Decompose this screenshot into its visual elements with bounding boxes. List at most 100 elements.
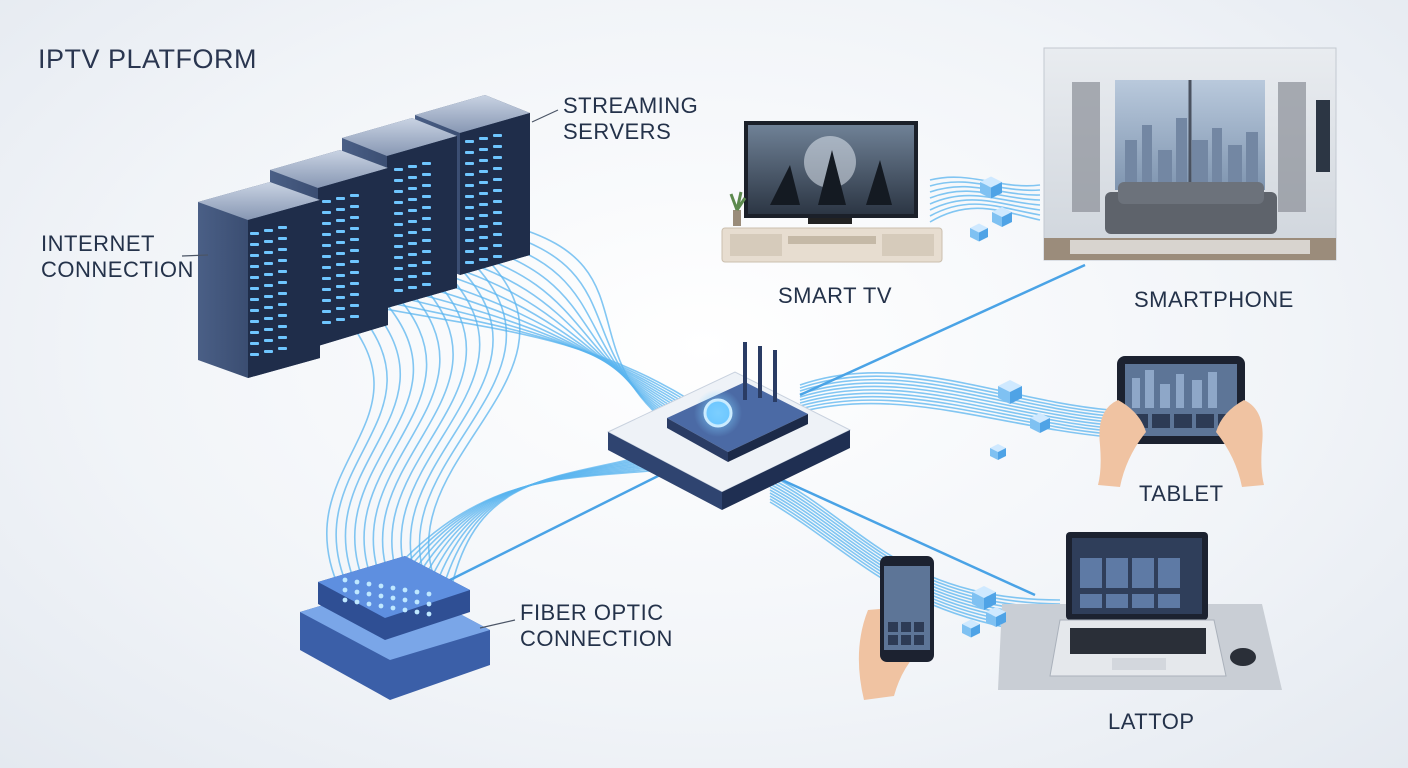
fiber-dot xyxy=(378,593,384,599)
server-led xyxy=(336,208,345,211)
server-led xyxy=(394,289,403,292)
server-led xyxy=(493,211,502,214)
fiber-dot xyxy=(414,589,420,595)
fiber-dot xyxy=(390,585,396,591)
stream-line xyxy=(799,385,1111,423)
stream-line xyxy=(411,461,661,586)
server-led xyxy=(250,287,259,290)
fiber-dot xyxy=(378,603,384,609)
server-led xyxy=(479,192,488,195)
server-led xyxy=(408,286,417,289)
fiber-dot xyxy=(354,599,360,605)
server-led xyxy=(422,173,431,176)
server-led xyxy=(408,220,417,223)
stream-line xyxy=(451,451,661,586)
fiber-dot xyxy=(426,601,432,607)
server-led xyxy=(250,331,259,334)
fiber-dot xyxy=(354,579,360,585)
stream-line xyxy=(799,402,1111,438)
server-led xyxy=(394,278,403,281)
server-led xyxy=(493,222,502,225)
server-led xyxy=(479,225,488,228)
server-led xyxy=(422,283,431,286)
server-led xyxy=(278,347,287,350)
stream-line xyxy=(400,267,481,591)
server-led xyxy=(408,165,417,168)
server-led xyxy=(408,187,417,190)
server-led xyxy=(493,156,502,159)
server-led xyxy=(422,239,431,242)
server-led xyxy=(336,296,345,299)
data-cube-icon xyxy=(972,586,996,610)
stream-line xyxy=(409,263,494,591)
server-led xyxy=(250,276,259,279)
server-led xyxy=(493,189,502,192)
server-led xyxy=(336,274,345,277)
server-led xyxy=(322,321,331,324)
server-led xyxy=(394,179,403,182)
server-led xyxy=(493,244,502,247)
fiber-dot xyxy=(342,577,348,583)
server-led xyxy=(350,304,359,307)
server-led xyxy=(408,275,417,278)
network-links xyxy=(429,263,1086,597)
server-status-lights xyxy=(250,134,502,356)
fiber-dot xyxy=(414,599,420,605)
server-led xyxy=(493,134,502,137)
laptop xyxy=(998,532,1282,690)
stream-line xyxy=(929,199,1041,211)
server-led xyxy=(278,248,287,251)
label-fiber-optic-connection: FIBER OPTIC CONNECTION xyxy=(520,600,673,652)
server-led xyxy=(278,314,287,317)
server-led xyxy=(422,272,431,275)
label-line: CONNECTION xyxy=(41,257,194,282)
server-led xyxy=(422,261,431,264)
stream-line xyxy=(427,255,521,591)
fiber-dot xyxy=(366,581,372,587)
server-led xyxy=(493,167,502,170)
stream-line xyxy=(381,275,454,591)
stream-line xyxy=(354,287,415,591)
stream-line xyxy=(929,203,1041,217)
data-cube-icon xyxy=(986,607,1006,627)
fiber-lights xyxy=(342,577,432,617)
fiber-dot xyxy=(342,587,348,593)
server-led xyxy=(350,227,359,230)
tablet xyxy=(1098,356,1264,487)
server-led xyxy=(264,295,273,298)
label-laptop: LATTOP xyxy=(1108,709,1195,734)
label-smart-tv: SMART TV xyxy=(778,283,893,308)
server-led xyxy=(394,245,403,248)
server-led xyxy=(336,219,345,222)
label-tablet: TABLET xyxy=(1139,481,1224,506)
server-led xyxy=(350,282,359,285)
server-led xyxy=(350,293,359,296)
stream-line xyxy=(507,224,691,440)
server-led xyxy=(422,206,431,209)
server-led xyxy=(493,200,502,203)
server-led xyxy=(479,247,488,250)
server-led xyxy=(322,299,331,302)
stream-line xyxy=(418,259,508,591)
fiber-dot xyxy=(354,589,360,595)
data-cube-icon xyxy=(1030,413,1050,433)
server-led xyxy=(250,254,259,257)
server-led xyxy=(264,284,273,287)
server-led xyxy=(394,234,403,237)
server-led xyxy=(278,292,287,295)
server-led xyxy=(322,288,331,291)
server-led xyxy=(479,236,488,239)
fiber-dot xyxy=(378,583,384,589)
server-led xyxy=(479,214,488,217)
server-led xyxy=(408,253,417,256)
stream-line xyxy=(372,279,441,591)
stream-line xyxy=(403,463,661,586)
stream-line xyxy=(769,474,1061,601)
label-line: FIBER OPTIC xyxy=(520,600,664,625)
server-rack xyxy=(198,182,320,378)
server-led xyxy=(264,328,273,331)
server-led xyxy=(479,159,488,162)
server-led xyxy=(465,195,474,198)
server-led xyxy=(264,229,273,232)
stream-line xyxy=(799,375,1111,414)
